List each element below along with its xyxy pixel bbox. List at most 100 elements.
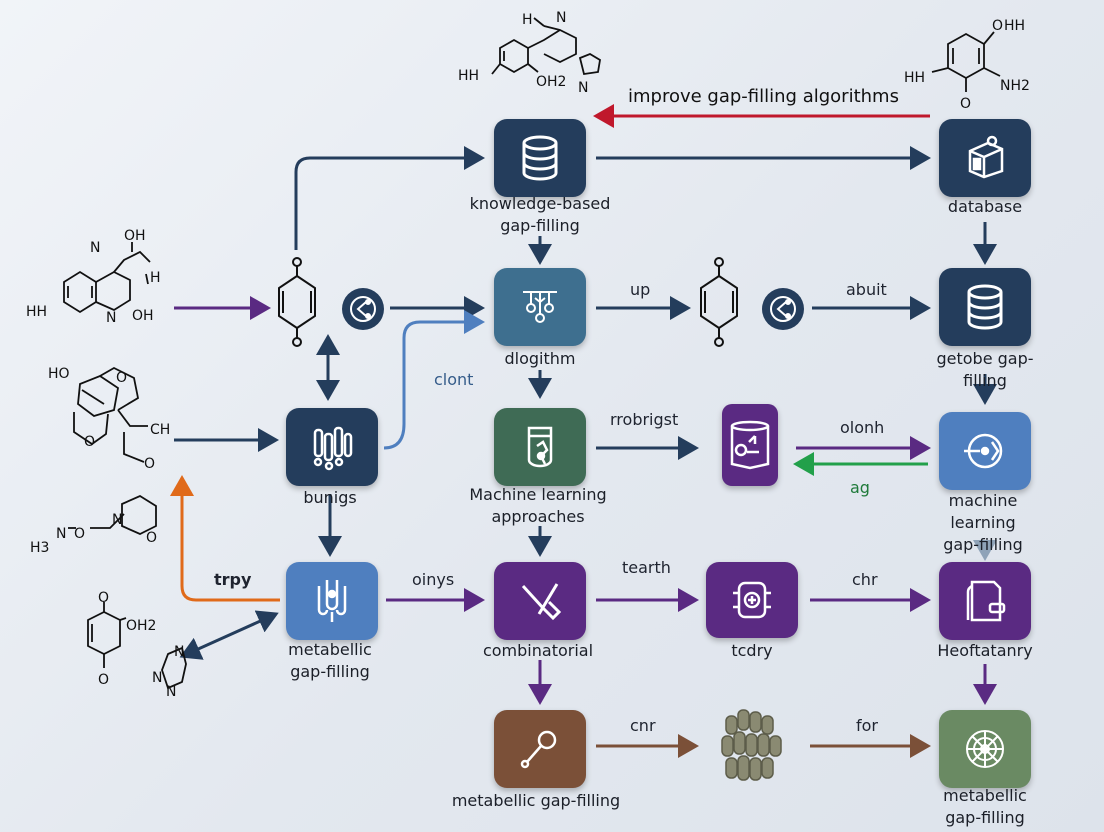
edge-label-trpy: trpy	[214, 570, 252, 589]
edge-label-olonh: olonh	[840, 418, 885, 437]
node-metabellic-left[interactable]	[286, 562, 378, 640]
svg-text:HH: HH	[1004, 18, 1025, 34]
label-metabellic-bottom: metabellic gap-filling	[451, 791, 621, 810]
target-icon	[964, 433, 1003, 469]
edge-label-up: up	[630, 280, 651, 299]
label-metabellic-right: metabellic gap-filling	[943, 786, 1027, 827]
label-bunigs: bunigs	[303, 488, 357, 507]
molecule-top-left: H N HH OH2 N	[458, 10, 601, 96]
edge-label-tearth: tearth	[622, 558, 671, 577]
magnifier-icon	[520, 730, 557, 769]
label-metabellic-left: metabellic gap-filling	[288, 640, 372, 681]
svg-text:HO: HO	[48, 366, 70, 382]
node-getobe[interactable]	[939, 268, 1031, 346]
svg-text:H3: H3	[30, 540, 49, 556]
svg-text:N: N	[578, 80, 588, 96]
svg-text:N: N	[90, 240, 100, 256]
label-tcdry: tcdry	[731, 641, 773, 660]
edge-pyrazine-metabellic	[179, 610, 279, 660]
tubes-icon	[313, 426, 353, 471]
svg-text:OH2: OH2	[536, 74, 566, 90]
svg-text:OH2: OH2	[126, 618, 156, 634]
label-combinatorial: combinatorial	[482, 641, 594, 660]
database-icon	[522, 135, 558, 181]
cylinder-icon	[730, 420, 770, 470]
svg-text:HH: HH	[26, 304, 47, 320]
label-getobe: getobe gap-filling	[936, 349, 1034, 390]
svg-text:HH: HH	[904, 70, 925, 86]
label-kb: knowledge-based gap-filling	[469, 194, 611, 235]
svg-text:N: N	[56, 526, 66, 542]
edge-label-ag: ag	[850, 478, 870, 497]
label-database: database	[947, 197, 1023, 216]
svg-text:O: O	[84, 434, 95, 450]
svg-text:CH: CH	[150, 422, 170, 438]
flask-icon	[527, 426, 553, 468]
svg-text:N: N	[112, 512, 122, 528]
svg-text:O: O	[146, 530, 157, 546]
svg-text:O: O	[98, 672, 109, 688]
quinone-icon-left	[278, 257, 316, 347]
svg-text:N: N	[174, 644, 184, 660]
edge-orange	[170, 475, 280, 602]
molecule-left-5: N N N	[152, 644, 187, 700]
pipette-icon	[317, 580, 347, 622]
node-cylinder[interactable]	[722, 404, 778, 486]
edge-label-abuit: abuit	[846, 280, 887, 299]
edge-label-oinys: oinys	[412, 570, 455, 589]
node-metabellic-right[interactable]	[939, 710, 1031, 788]
label-ml-gapfilling: machine learning gap-filling	[943, 491, 1023, 554]
svg-text:O: O	[960, 96, 971, 110]
svg-text:H: H	[522, 12, 533, 28]
node-tcdry[interactable]	[706, 562, 798, 638]
document-icon	[966, 580, 1006, 622]
node-heoftatanry[interactable]	[939, 562, 1031, 640]
label-ml-approaches: Machine learning approaches	[469, 485, 607, 526]
node-combinatorial[interactable]	[494, 562, 586, 640]
probe-icon	[521, 583, 562, 621]
edge-label-cnr: cnr	[630, 716, 656, 735]
svg-text:N: N	[166, 684, 176, 700]
chip-icon	[733, 581, 771, 619]
svg-text:NH2: NH2	[1000, 78, 1030, 94]
circle-node-left[interactable]	[342, 288, 384, 330]
edge-left-kb	[294, 146, 485, 250]
node-kb[interactable]	[494, 119, 586, 197]
label-dlogithm: dlogithm	[504, 349, 576, 368]
database-icon	[967, 284, 1003, 330]
svg-text:N: N	[106, 310, 116, 326]
circle-node-right[interactable]	[762, 288, 804, 330]
svg-text:N: N	[556, 10, 566, 26]
node-ml-gapfilling[interactable]	[939, 412, 1031, 490]
cells-icon	[721, 709, 782, 781]
edge-label-clont: clont	[434, 370, 474, 389]
share-back-icon	[770, 296, 796, 322]
edge-label-top: improve gap-filling algorithms	[628, 86, 899, 107]
svg-text:O: O	[116, 370, 127, 386]
molecule-left-3: H3N ON O	[30, 494, 157, 556]
edge-label-rrobrigst: rrobrigst	[610, 410, 679, 429]
node-dlogithm[interactable]	[494, 268, 586, 346]
svg-text:N: N	[152, 670, 162, 686]
node-bunigs[interactable]	[286, 408, 378, 486]
svg-text:OH: OH	[124, 228, 146, 244]
node-cells[interactable]	[718, 706, 790, 790]
edge-label-chr: chr	[852, 570, 878, 589]
svg-text:O: O	[992, 18, 1003, 34]
quinone-icon-right	[700, 257, 738, 347]
network-icon	[523, 291, 557, 323]
svg-text:HH: HH	[458, 68, 479, 84]
node-metabellic-bottom[interactable]	[494, 710, 586, 788]
globe-icon	[966, 730, 1004, 768]
svg-text:H: H	[150, 270, 161, 286]
node-database[interactable]	[939, 119, 1031, 197]
edge-label-for: for	[856, 716, 878, 735]
edge-bunigs-dlogithm	[383, 310, 485, 450]
node-ml-approaches[interactable]	[494, 408, 586, 486]
